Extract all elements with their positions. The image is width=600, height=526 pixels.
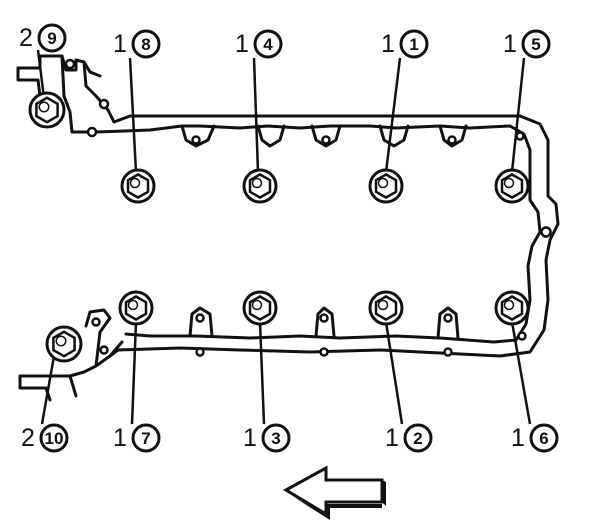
gasket-lower-port-bumps: [188, 306, 460, 340]
gasket-upper-outer-edge: [16, 54, 560, 378]
sequence-number-label: 7: [141, 429, 150, 448]
gasket-hole: [191, 135, 201, 145]
sequence-circle: [403, 423, 433, 453]
bolt-head-highlight: [251, 177, 263, 189]
leader-line: [252, 57, 260, 173]
bolt-head-highlight: [127, 299, 139, 311]
part-number-label: 1: [243, 424, 257, 452]
sequence-number-label: 8: [141, 35, 150, 54]
part-number-label: 1: [381, 30, 395, 58]
bolt-head: [52, 330, 76, 358]
leader-line: [510, 321, 532, 425]
gasket-outline: [16, 54, 560, 402]
sequence-circle: [521, 29, 551, 59]
bolt-group-10: 2 10: [21, 325, 83, 453]
gasket-left-upper-bracket: [16, 54, 102, 134]
sequence-circle: [399, 29, 429, 59]
bolt-head-highlight: [251, 299, 263, 311]
leader-line: [40, 355, 56, 425]
sequence-circle: [253, 29, 283, 59]
sequence-circle: [131, 423, 161, 453]
part-number-label: 1: [113, 30, 127, 58]
gasket-hole: [515, 131, 525, 141]
sequence-number-label: 2: [413, 429, 422, 448]
gasket-hole: [321, 135, 331, 145]
sequence-number-label: 3: [271, 429, 280, 448]
sequence-number-label: 4: [263, 35, 273, 54]
gasket-hole: [195, 347, 205, 357]
sequence-number-label: 1: [409, 35, 418, 54]
bolt-head-highlight: [503, 177, 515, 189]
gasket-hole: [447, 135, 457, 145]
part-number-label: 1: [511, 424, 525, 452]
leader-line: [258, 321, 266, 425]
gasket-hole: [91, 317, 101, 327]
part-number-label: 1: [503, 30, 517, 58]
sequence-circle: [131, 29, 161, 59]
gasket-hole: [319, 347, 329, 357]
sequence-number-label: 9: [47, 29, 56, 48]
part-number-label: 2: [19, 24, 33, 52]
gasket-hole: [517, 331, 527, 341]
bolt-head-highlight: [377, 299, 389, 311]
sequence-number-label: 6: [539, 429, 548, 448]
part-number-label: 1: [235, 30, 249, 58]
sequence-number-label: 5: [531, 35, 540, 54]
bolt-head-highlight: [129, 177, 141, 189]
leader-line: [510, 57, 526, 173]
gasket-hole: [99, 345, 109, 355]
part-number-label: 1: [113, 424, 127, 452]
sequence-circle: [529, 423, 559, 453]
gasket-upper-inner-edge: [94, 124, 542, 344]
sequence-circle: [37, 23, 67, 53]
gasket-hole: [443, 313, 453, 323]
leader-line: [128, 57, 138, 173]
gasket-holes: [64, 58, 552, 357]
gasket-hole: [86, 126, 98, 138]
bolt-head-highlight: [38, 101, 50, 113]
gasket-hole: [319, 313, 329, 323]
bolt-head-highlight: [377, 177, 389, 189]
gasket-hole: [64, 58, 76, 70]
part-number-label: 2: [21, 424, 35, 452]
leader-line: [130, 321, 138, 425]
gasket-hole: [98, 98, 110, 110]
sequence-number-label: 10: [45, 429, 64, 448]
leader-line: [36, 49, 46, 99]
sequence-circle: [39, 423, 69, 453]
bolt-head: [35, 96, 59, 124]
gasket-hole: [540, 226, 552, 238]
part-number-label: 1: [385, 424, 399, 452]
gasket-upper-port-bumps: [180, 124, 468, 148]
leader-line: [384, 321, 404, 425]
sequence-circle: [261, 423, 291, 453]
gasket-hole: [443, 347, 453, 357]
gasket-left-lower-bracket: [18, 308, 124, 402]
left-arrow-icon: [282, 465, 386, 520]
bolt-head-highlight: [503, 299, 515, 311]
leader-line: [384, 57, 402, 173]
bolt-head-highlight: [55, 335, 67, 347]
gasket-hole: [195, 313, 205, 323]
